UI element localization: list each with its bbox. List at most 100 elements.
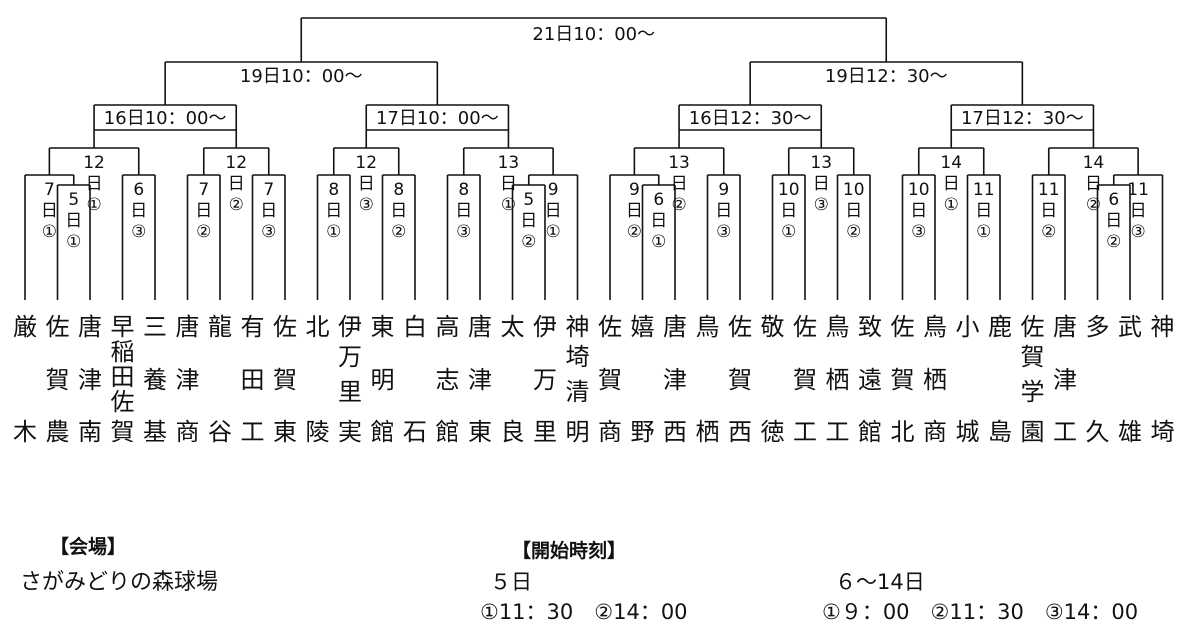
school-name: 北陵 bbox=[306, 313, 330, 446]
school-char: 志 bbox=[436, 366, 460, 394]
school-char: 工 bbox=[241, 418, 265, 446]
school-name: 厳木 bbox=[13, 313, 37, 446]
game-date-char: 13 bbox=[810, 153, 832, 173]
game-date-char: 6 bbox=[133, 180, 144, 200]
second-round-date: 9日① bbox=[545, 180, 562, 242]
school-char: 館 bbox=[858, 418, 882, 446]
game-date-char: ① bbox=[66, 232, 81, 252]
game-date-char: 日 bbox=[1105, 211, 1122, 231]
school-char: 館 bbox=[436, 418, 460, 446]
school-char: 工 bbox=[1053, 418, 1077, 446]
school-name: 小城 bbox=[956, 313, 980, 446]
quarterfinal-date: 17日12：30～ bbox=[961, 108, 1084, 129]
start-time-heading: 【開始時刻】 bbox=[512, 540, 627, 562]
school-char: 田 bbox=[241, 366, 265, 394]
school-char: 谷 bbox=[208, 418, 232, 446]
school-char: 賀 bbox=[273, 366, 297, 394]
school-char: 伊 bbox=[533, 313, 557, 341]
school-char: 龍 bbox=[208, 313, 232, 341]
school-char: 城 bbox=[956, 418, 980, 446]
game-date-char: ③ bbox=[359, 195, 374, 215]
school-char: 学 bbox=[1021, 378, 1045, 406]
school-char: 唐 bbox=[468, 313, 492, 341]
semifinal-date: 19日10：00～ bbox=[240, 66, 363, 87]
school-char: 東 bbox=[468, 418, 492, 446]
game-date-char: ② bbox=[229, 195, 244, 215]
game-date-char: 日 bbox=[943, 174, 960, 194]
school-char: 津 bbox=[1053, 366, 1077, 394]
school-name: 鳥栖工 bbox=[826, 313, 850, 446]
school-char: 唐 bbox=[78, 313, 102, 341]
venue-heading: 【会場】 bbox=[50, 536, 127, 558]
school-name: 高志館 bbox=[436, 313, 460, 446]
final-date: 21日10：00～ bbox=[532, 24, 655, 45]
game-date-char: ① bbox=[42, 222, 57, 242]
school-char: 唐 bbox=[1053, 313, 1077, 341]
game-date-char: 日 bbox=[325, 201, 342, 221]
school-char: 園 bbox=[1021, 418, 1045, 446]
school-char: 養 bbox=[143, 366, 167, 394]
game-date-char: ② bbox=[521, 232, 536, 252]
school-char: 高 bbox=[436, 313, 460, 341]
school-char: 商 bbox=[923, 418, 947, 446]
day6-14-times: ①９：00 ②11：30 ③14：00 bbox=[822, 600, 1139, 624]
game-date-char: 13 bbox=[668, 153, 690, 173]
game-date-char: 日 bbox=[130, 201, 147, 221]
game-date-char: 日 bbox=[780, 201, 797, 221]
school-name: 嬉野 bbox=[631, 313, 655, 446]
game-date-char: 日 bbox=[650, 211, 667, 231]
school-char: 賀 bbox=[728, 366, 752, 394]
venue-name: さがみどりの森球場 bbox=[20, 570, 219, 595]
school-char: 西 bbox=[663, 418, 687, 446]
school-char: 伊 bbox=[338, 313, 362, 341]
school-char: 雄 bbox=[1118, 418, 1142, 446]
school-name: 龍谷 bbox=[208, 313, 232, 446]
first-round-date: 5日① bbox=[65, 190, 82, 252]
school-char: 佐 bbox=[111, 388, 135, 416]
game-date-char: 日 bbox=[455, 201, 472, 221]
school-char: 鳥 bbox=[696, 313, 720, 341]
game-date-char: ③ bbox=[456, 222, 471, 242]
school-char: 佐 bbox=[728, 313, 752, 341]
game-date-char: 7 bbox=[263, 180, 274, 200]
school-char: 久 bbox=[1086, 418, 1110, 446]
first-round-date: 6日① bbox=[650, 190, 667, 252]
school-char: 埼 bbox=[566, 343, 590, 371]
school-char: 田 bbox=[111, 363, 135, 391]
school-name: 唐津東 bbox=[468, 313, 492, 446]
school-char: 木 bbox=[13, 418, 37, 446]
second-round-date: 9日② bbox=[626, 180, 643, 242]
school-name: 佐賀西 bbox=[728, 313, 752, 446]
school-char: 賀 bbox=[598, 366, 622, 394]
school-char: 嬉 bbox=[631, 313, 655, 341]
school-name: 唐津工 bbox=[1053, 313, 1077, 446]
game-date-char: 日 bbox=[1130, 201, 1147, 221]
game-date-char: 13 bbox=[498, 153, 520, 173]
school-char: 商 bbox=[598, 418, 622, 446]
school-char: 工 bbox=[793, 418, 817, 446]
school-name: 唐津商 bbox=[176, 313, 200, 446]
game-date-char: 日 bbox=[975, 201, 992, 221]
second-round-date: 8日③ bbox=[455, 180, 472, 242]
school-char: 館 bbox=[371, 418, 395, 446]
school-char: 栖 bbox=[696, 418, 720, 446]
game-date-char: 日 bbox=[715, 201, 732, 221]
school-char: 陵 bbox=[306, 418, 330, 446]
game-date-char: 6 bbox=[1108, 190, 1119, 210]
school-char: 里 bbox=[533, 418, 557, 446]
school-char: 東 bbox=[273, 418, 297, 446]
game-date-char: 8 bbox=[458, 180, 469, 200]
school-char: 賀 bbox=[891, 366, 915, 394]
school-char: 北 bbox=[306, 313, 330, 341]
game-date-char: ① bbox=[501, 195, 516, 215]
day5-times: ①11：30 ②14：00 bbox=[480, 600, 688, 624]
school-name: 鹿島 bbox=[988, 313, 1012, 446]
game-date-char: 12 bbox=[83, 153, 105, 173]
school-char: 西 bbox=[728, 418, 752, 446]
